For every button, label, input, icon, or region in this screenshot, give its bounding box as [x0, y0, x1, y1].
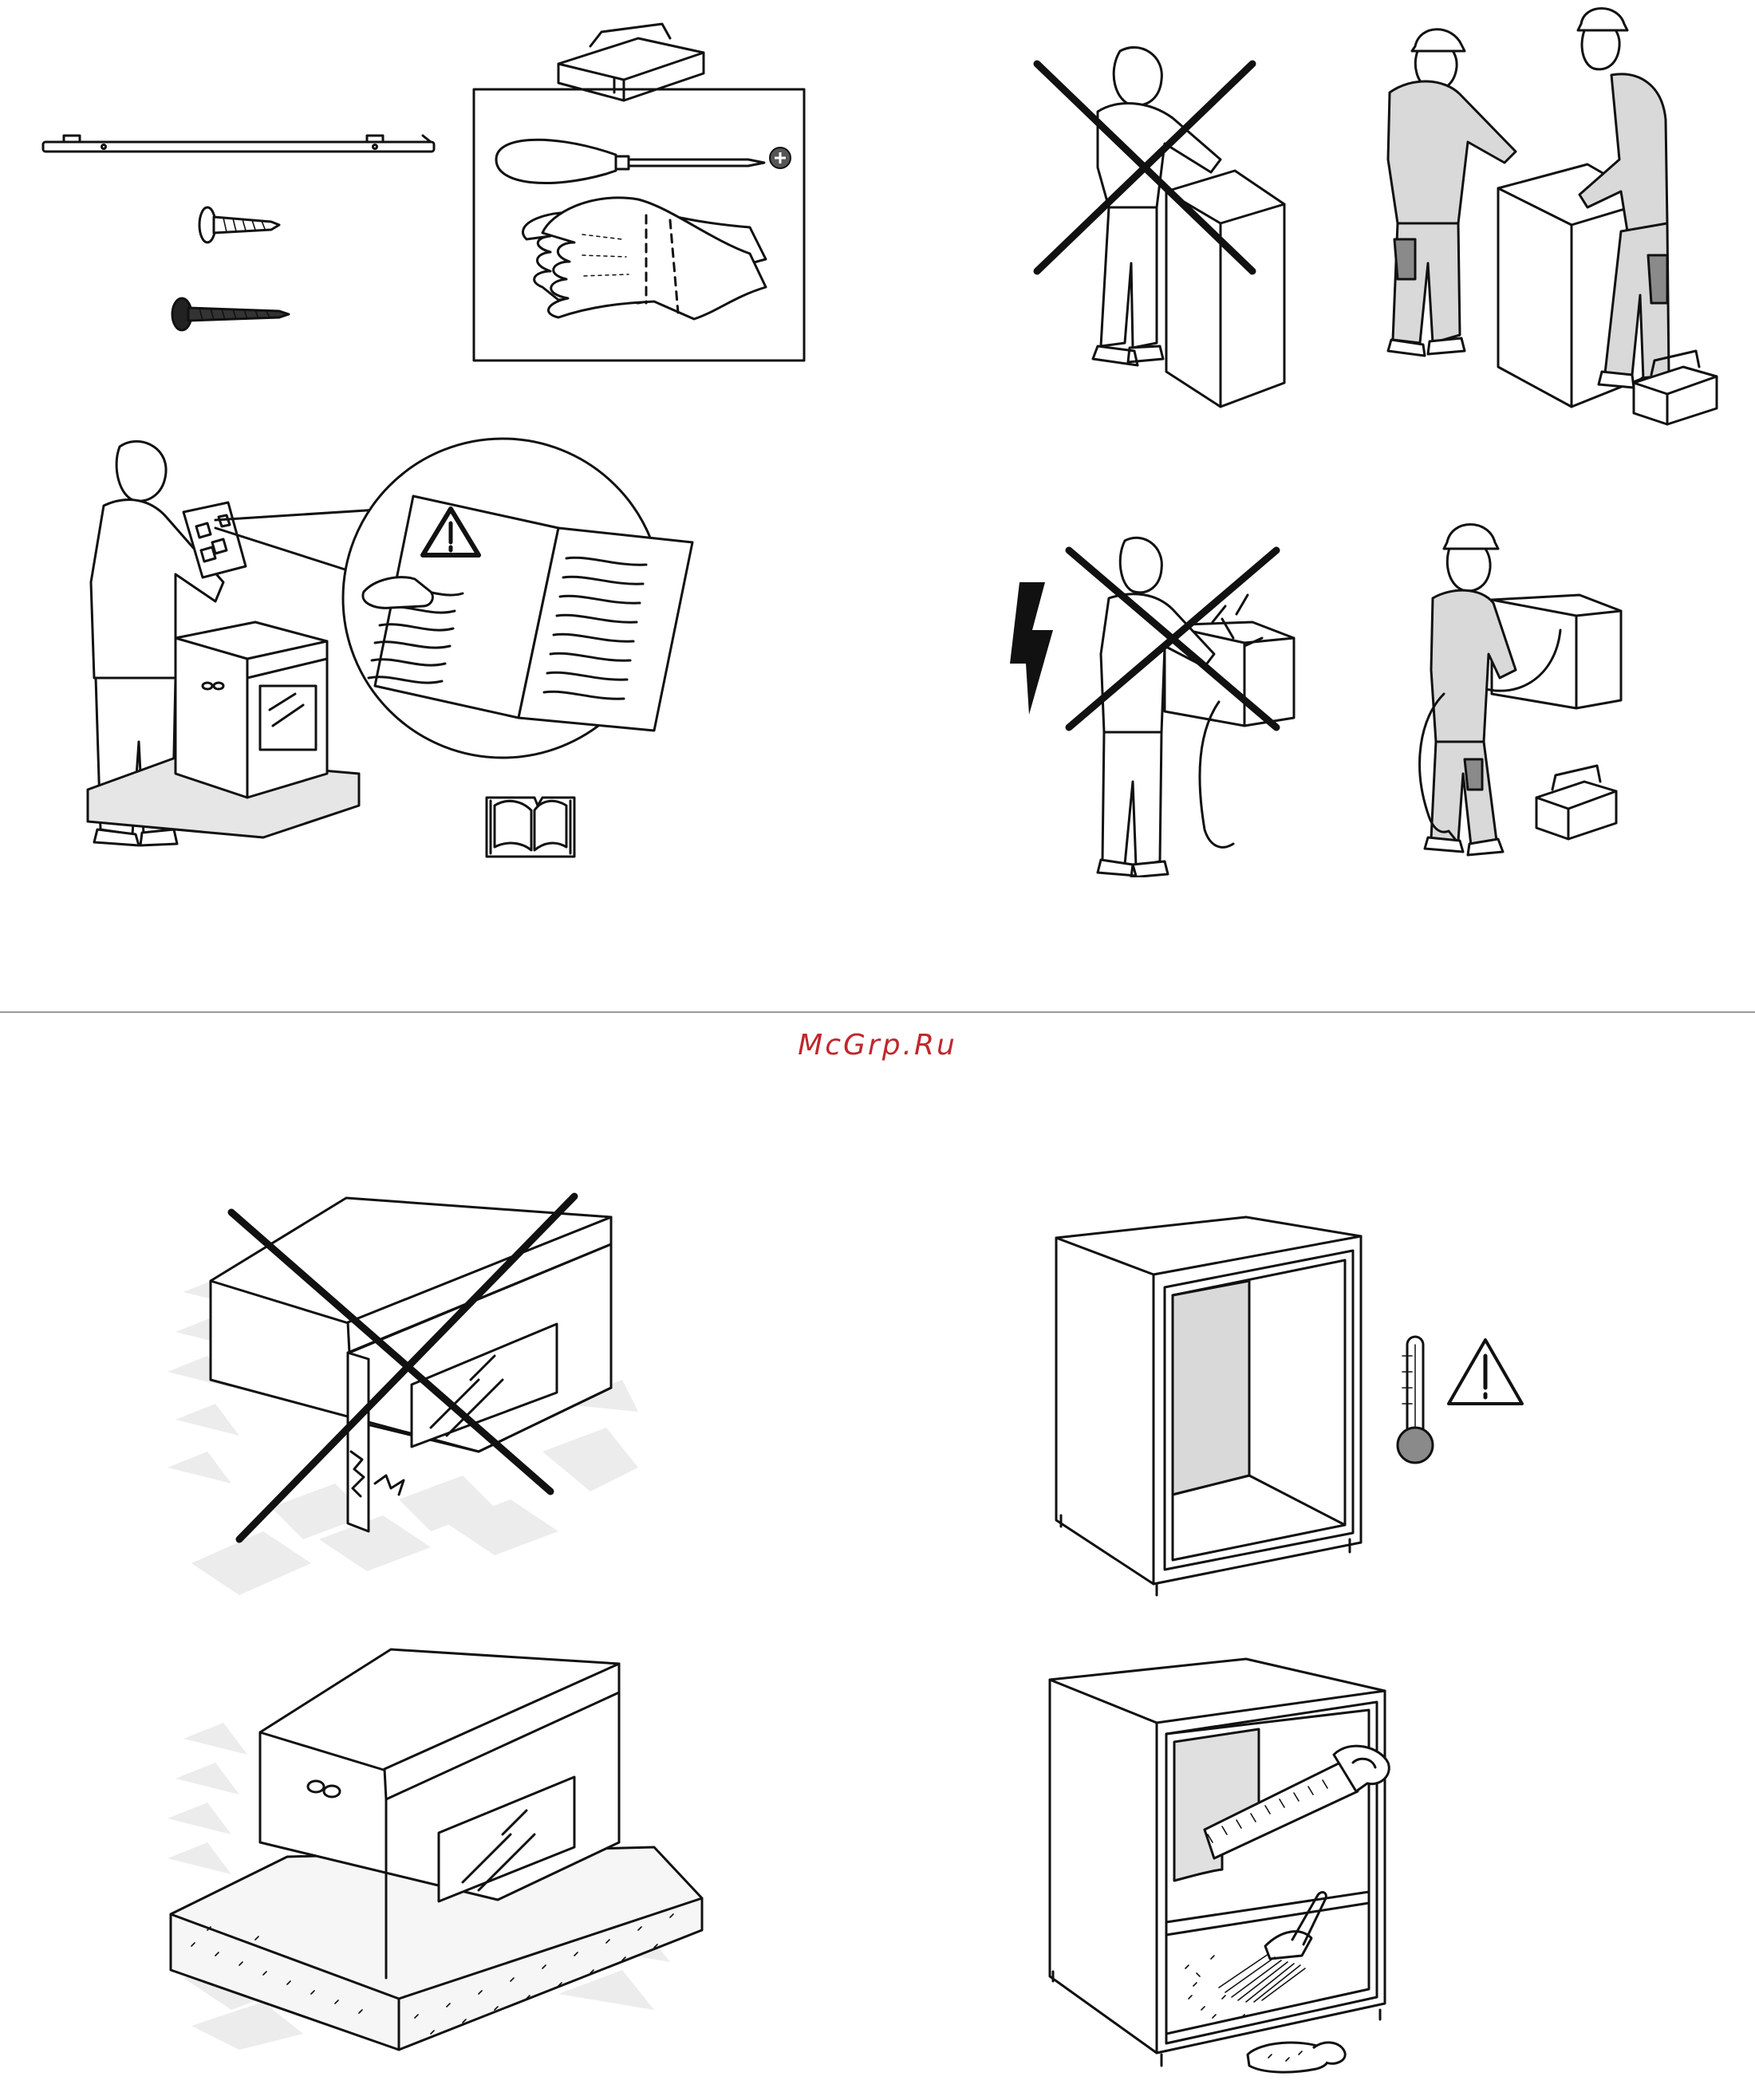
panel-cabinet-heat-warning — [1037, 1204, 1548, 1603]
panel-electrical-unqualified — [1005, 526, 1308, 877]
screwdriver-icon — [496, 140, 764, 183]
screw-small-icon — [199, 207, 279, 242]
warning-triangle-icon — [1449, 1340, 1522, 1404]
panel-carry-two-people — [1324, 0, 1755, 431]
phillips-head-icon — [770, 148, 791, 168]
watermark: McGrp.Ru — [0, 1029, 1755, 1062]
cabinet-icon — [1056, 1217, 1361, 1595]
worker-icon — [1388, 30, 1516, 356]
lightning-icon — [1010, 582, 1053, 715]
manual-book-icon — [487, 798, 574, 857]
panel-carry-alone — [1021, 24, 1308, 415]
mounting-rail-icon — [43, 136, 434, 152]
gloves-icon — [523, 198, 766, 319]
thermometer-icon — [1398, 1337, 1433, 1463]
toolbox-icon — [1536, 766, 1616, 839]
dustpan-icon — [1248, 2043, 1345, 2072]
panel-read-manual — [56, 423, 710, 869]
panel-oven-no-packaging — [160, 1188, 702, 1603]
panel-electrical-qualified — [1388, 510, 1643, 861]
panel-cabinet-saw-clean — [1037, 1643, 1404, 2098]
cabinet-icon — [1050, 1659, 1385, 2066]
screw-long-icon — [172, 298, 289, 330]
panel-parts-and-tools — [32, 0, 830, 375]
page-divider — [0, 1011, 1755, 1013]
panel-oven-on-packaging — [160, 1643, 718, 2058]
